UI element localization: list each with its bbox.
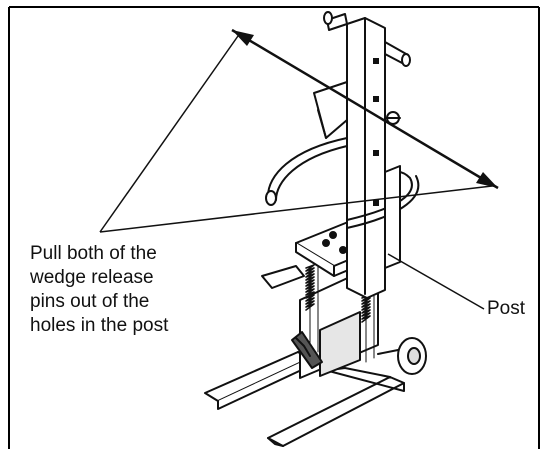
instruction-line: pins out of the xyxy=(30,291,150,312)
top-handle xyxy=(323,11,411,67)
log-splitter-illustration xyxy=(204,11,427,447)
side-bracket xyxy=(384,165,401,269)
leader-line-upper xyxy=(99,35,239,233)
base-rails xyxy=(204,351,405,447)
splitting-wedge xyxy=(313,81,348,139)
figure-frame xyxy=(8,6,540,449)
wedge-release-pin xyxy=(384,111,401,125)
leader-line-post xyxy=(387,253,485,310)
double-headed-arrow xyxy=(231,28,499,190)
arrowhead-upper-left xyxy=(232,30,254,46)
post-label: Post xyxy=(487,298,526,319)
foot-pedals xyxy=(261,265,323,369)
instruction-line: wedge release xyxy=(30,267,154,288)
annotation-lines xyxy=(99,28,499,310)
instruction-line: Pull both of the xyxy=(30,243,157,264)
post-column xyxy=(346,17,386,299)
instruction-callout: Pull both of the wedge release pins out … xyxy=(30,243,168,339)
instruction-line: holes in the post xyxy=(30,315,169,336)
wheel xyxy=(377,337,427,375)
leader-line-lower xyxy=(99,185,493,233)
arrowhead-lower-right xyxy=(476,172,498,188)
